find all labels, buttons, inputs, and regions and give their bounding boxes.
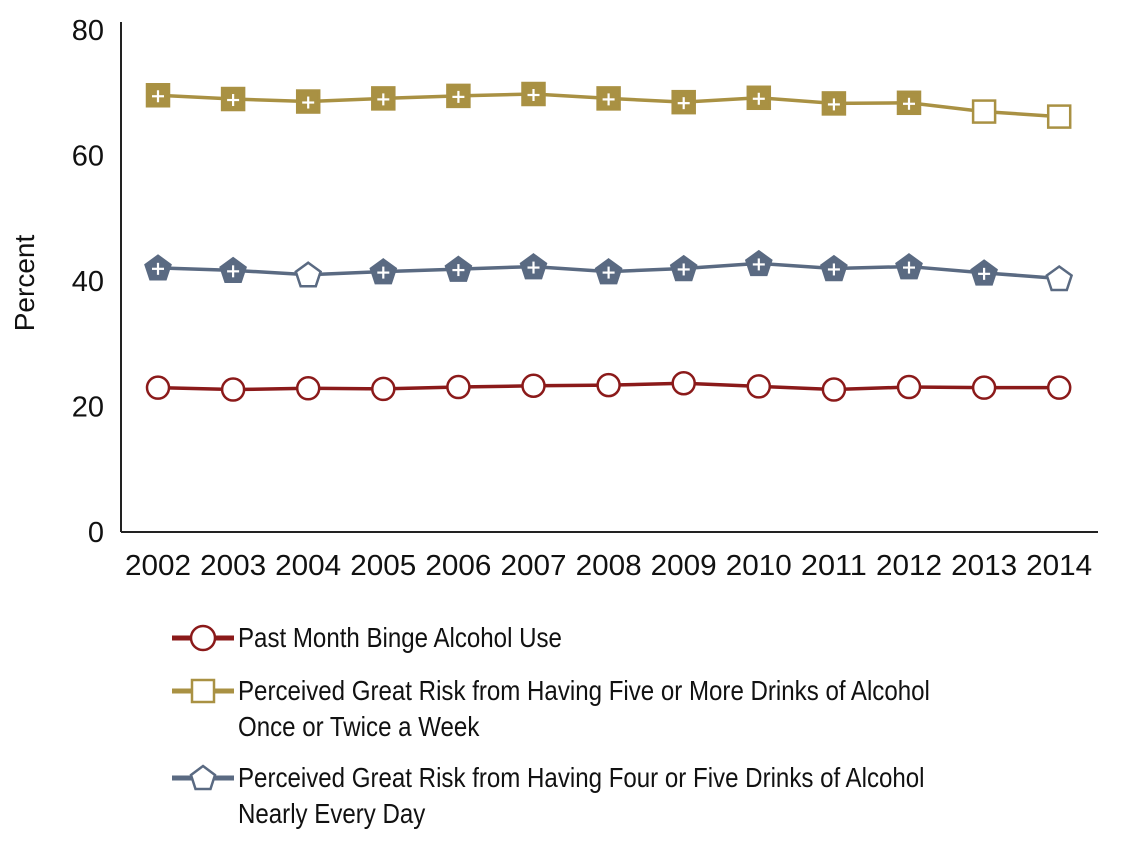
x-tick-label: 2010	[726, 550, 792, 582]
legend-label: Perceived Great Risk from Having Four or…	[238, 762, 925, 829]
y-axis-label: Percent	[9, 235, 40, 332]
legend-label: Past Month Binge Alcohol Use	[238, 622, 562, 653]
x-tick-label: 2014	[1026, 550, 1092, 582]
data-point	[896, 374, 922, 400]
data-point	[971, 99, 997, 124]
y-tick-label: 60	[72, 141, 104, 173]
x-tick-label: 2003	[200, 550, 266, 582]
legend-circle-marker-icon	[172, 624, 234, 652]
series-pentagon	[144, 249, 1074, 292]
x-tick-label: 2004	[275, 550, 341, 582]
legend-label: Perceived Great Risk from Having Five or…	[238, 675, 930, 742]
data-point	[746, 374, 772, 399]
x-tick-label: 2007	[501, 550, 567, 582]
data-point	[145, 375, 171, 400]
data-point	[971, 375, 997, 400]
data-point	[521, 373, 546, 399]
x-tick-label: 2012	[876, 550, 942, 582]
legend-item-binge-use: Past Month Binge Alcohol Use	[170, 618, 1120, 658]
data-point	[821, 377, 847, 402]
data-point	[671, 371, 696, 396]
x-tick-label: 2006	[425, 550, 491, 582]
x-tick-label: 2008	[576, 550, 642, 582]
chart-legend: Past Month Binge Alcohol Use Perceived G…	[170, 618, 1120, 845]
data-point	[371, 376, 396, 402]
x-axis-ticks: 2002 2003 2004 2005 2006 2007 2008 2009 2010 2011…	[125, 550, 1092, 582]
data-point	[1045, 264, 1074, 292]
y-tick-label: 40	[72, 266, 104, 298]
data-point	[446, 374, 471, 400]
data-point	[596, 372, 621, 398]
series-circle	[145, 371, 1072, 402]
legend-pentagon-marker-icon	[172, 764, 234, 791]
data-point	[294, 261, 323, 288]
y-tick-label: 0	[88, 517, 104, 549]
x-tick-label: 2009	[651, 550, 717, 582]
chart-axes	[120, 22, 1098, 533]
y-tick-label: 80	[72, 15, 104, 47]
data-point	[295, 376, 321, 401]
data-point	[220, 377, 246, 402]
data-point	[1046, 375, 1072, 400]
x-tick-label: 2011	[801, 550, 867, 582]
x-tick-label: 2005	[350, 550, 416, 582]
data-point	[1046, 104, 1072, 129]
y-tick-label: 20	[72, 392, 104, 424]
x-tick-label: 2013	[951, 550, 1017, 582]
legend-item-risk-five-drinks-weekly: Perceived Great Risk from Having Five or…	[170, 671, 1120, 745]
legend-item-risk-four-drinks-daily: Perceived Great Risk from Having Four or…	[170, 758, 1120, 832]
series-square	[145, 81, 1072, 129]
legend-square-marker-icon	[172, 678, 234, 704]
x-tick-label: 2002	[125, 550, 191, 582]
y-axis-ticks: 0 20 40 60 80	[72, 15, 104, 549]
series-layer	[144, 81, 1074, 402]
